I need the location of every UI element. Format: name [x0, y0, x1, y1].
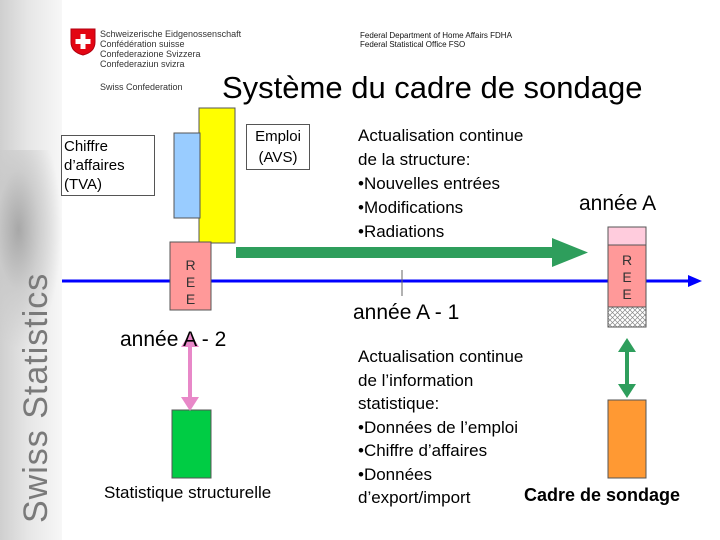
- ree-right-top: [607, 226, 647, 246]
- logo-line-2: Confédération suisse: [100, 39, 185, 49]
- ree-right-r: R: [621, 252, 633, 268]
- actualisation-info-line-6: •Données: [358, 464, 433, 484]
- cadre-sondage-box: [607, 399, 647, 479]
- actualisation-info-text: Actualisation continue de l’information …: [358, 345, 523, 510]
- emploi-line-2: (AVS): [258, 149, 298, 166]
- actualisation-info-line-1: Actualisation continue: [358, 347, 524, 366]
- logo-line-4: Confederaziun svizra: [100, 59, 185, 69]
- ree-left-r: R: [185, 257, 196, 273]
- emploi-box: [198, 107, 236, 244]
- background-photo: [0, 150, 62, 350]
- page-title: Système du cadre de sondage: [222, 70, 643, 105]
- department-line-1: Federal Department of Home Affairs FDHA: [360, 31, 512, 40]
- statistique-box: [171, 409, 212, 479]
- actualisation-info-line-3: statistique:: [358, 394, 440, 413]
- ree-right-hatch: [607, 306, 647, 328]
- actualisation-structure-line-4: •Modifications: [358, 198, 464, 217]
- ree-right-box: [607, 244, 647, 308]
- annee-a1-label: année A - 1: [353, 301, 460, 324]
- ree-left-text: R E E: [170, 257, 211, 308]
- swiss-cross-logo-icon: [70, 28, 96, 56]
- ree-left-e1: E: [185, 274, 196, 290]
- green-arrow-shaft: [236, 247, 554, 258]
- logo-footer: Swiss Confederation: [100, 82, 183, 92]
- emploi-label: Emploi (AVS): [246, 124, 310, 170]
- green-arrow-head: [552, 238, 588, 267]
- ree-right-text: R E E: [608, 252, 646, 303]
- ree-right-e2: E: [622, 286, 632, 302]
- annee-a-label: année A: [579, 192, 657, 215]
- actualisation-info-line-5: •Chiffre d’affaires: [358, 441, 488, 460]
- ree-right-e1: E: [622, 269, 632, 285]
- actualisation-structure-line-1: Actualisation continue: [358, 126, 524, 145]
- ree-left-e2: E: [185, 291, 196, 307]
- confederation-names: Schweizerische Eidgenossenschaft Confédé…: [100, 29, 241, 69]
- chiffre-line-1: Chiffre: [64, 138, 108, 155]
- actualisation-info-line-4: •Données de l’emploi: [358, 417, 518, 437]
- pink-arrow-down: [181, 397, 199, 411]
- chiffre-line-2: d’affaires: [64, 157, 125, 174]
- cadre-sondage-label: Cadre de sondage: [524, 485, 681, 505]
- pink-arrow-up: [181, 333, 199, 347]
- chiffre-affaires-label: Chiffre d’affaires (TVA): [61, 135, 155, 196]
- chiffre-line-3: (TVA): [64, 176, 103, 193]
- actualisation-info-line-7: d’export/import: [358, 488, 471, 507]
- timeline-arrowhead: [688, 275, 702, 287]
- logo-line-1: Schweizerische Eidgenossenschaft: [100, 29, 242, 39]
- green-arrow-down: [618, 384, 636, 398]
- statistique-structurelle-label: Statistique structurelle: [104, 483, 272, 502]
- emploi-line-1: Emploi: [255, 128, 301, 145]
- actualisation-info-line-2: de l’information: [358, 370, 474, 390]
- actualisation-structure-line-5: •Radiations: [358, 222, 445, 241]
- actualisation-structure-text: Actualisation continue de la structure: …: [358, 124, 523, 244]
- actualisation-structure-line-3: •Nouvelles entrées: [358, 174, 501, 193]
- actualisation-structure-line-2: de la structure:: [358, 150, 471, 169]
- ree-left-box: [169, 241, 212, 311]
- green-arrow-up: [618, 338, 636, 352]
- department-header: Federal Department of Home Affairs FDHA …: [360, 31, 512, 49]
- chiffre-affaires-box: [173, 132, 201, 219]
- logo-line-3: Confederazione Svizzera: [100, 49, 201, 59]
- annee-a2-label: année A - 2: [120, 328, 227, 351]
- department-line-2: Federal Statistical Office FSO: [360, 40, 466, 49]
